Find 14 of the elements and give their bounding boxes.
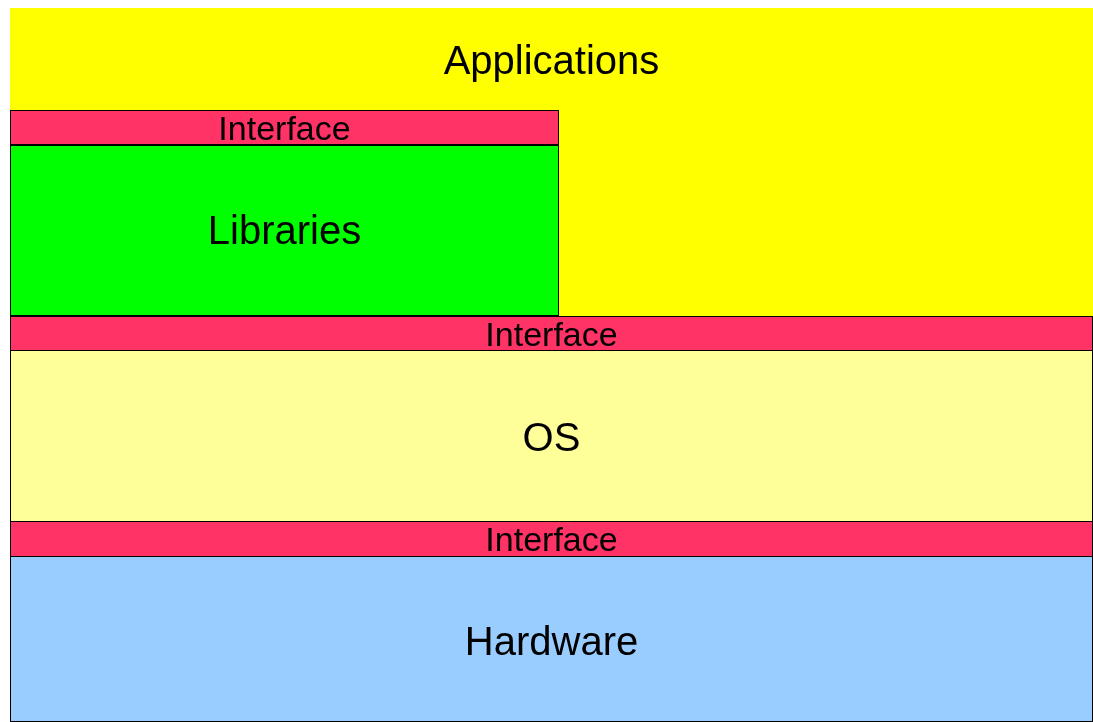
- interface-band: [10, 316, 1093, 351]
- layer-label: Interface: [217, 111, 352, 145]
- layer-label: Libraries: [206, 210, 363, 250]
- layer-label: Interface: [484, 317, 619, 351]
- layer-label: OS: [521, 417, 582, 457]
- layer-label: Applications: [442, 40, 661, 80]
- library-layer: [10, 145, 559, 316]
- application-layer: [10, 8, 1093, 316]
- hardware-layer: [10, 556, 1093, 722]
- interface-band: [10, 521, 1093, 557]
- layer-label: Interface: [484, 522, 619, 556]
- interface-band: [10, 110, 559, 145]
- os-layer: [10, 350, 1093, 522]
- layer-label: Hardware: [463, 621, 640, 661]
